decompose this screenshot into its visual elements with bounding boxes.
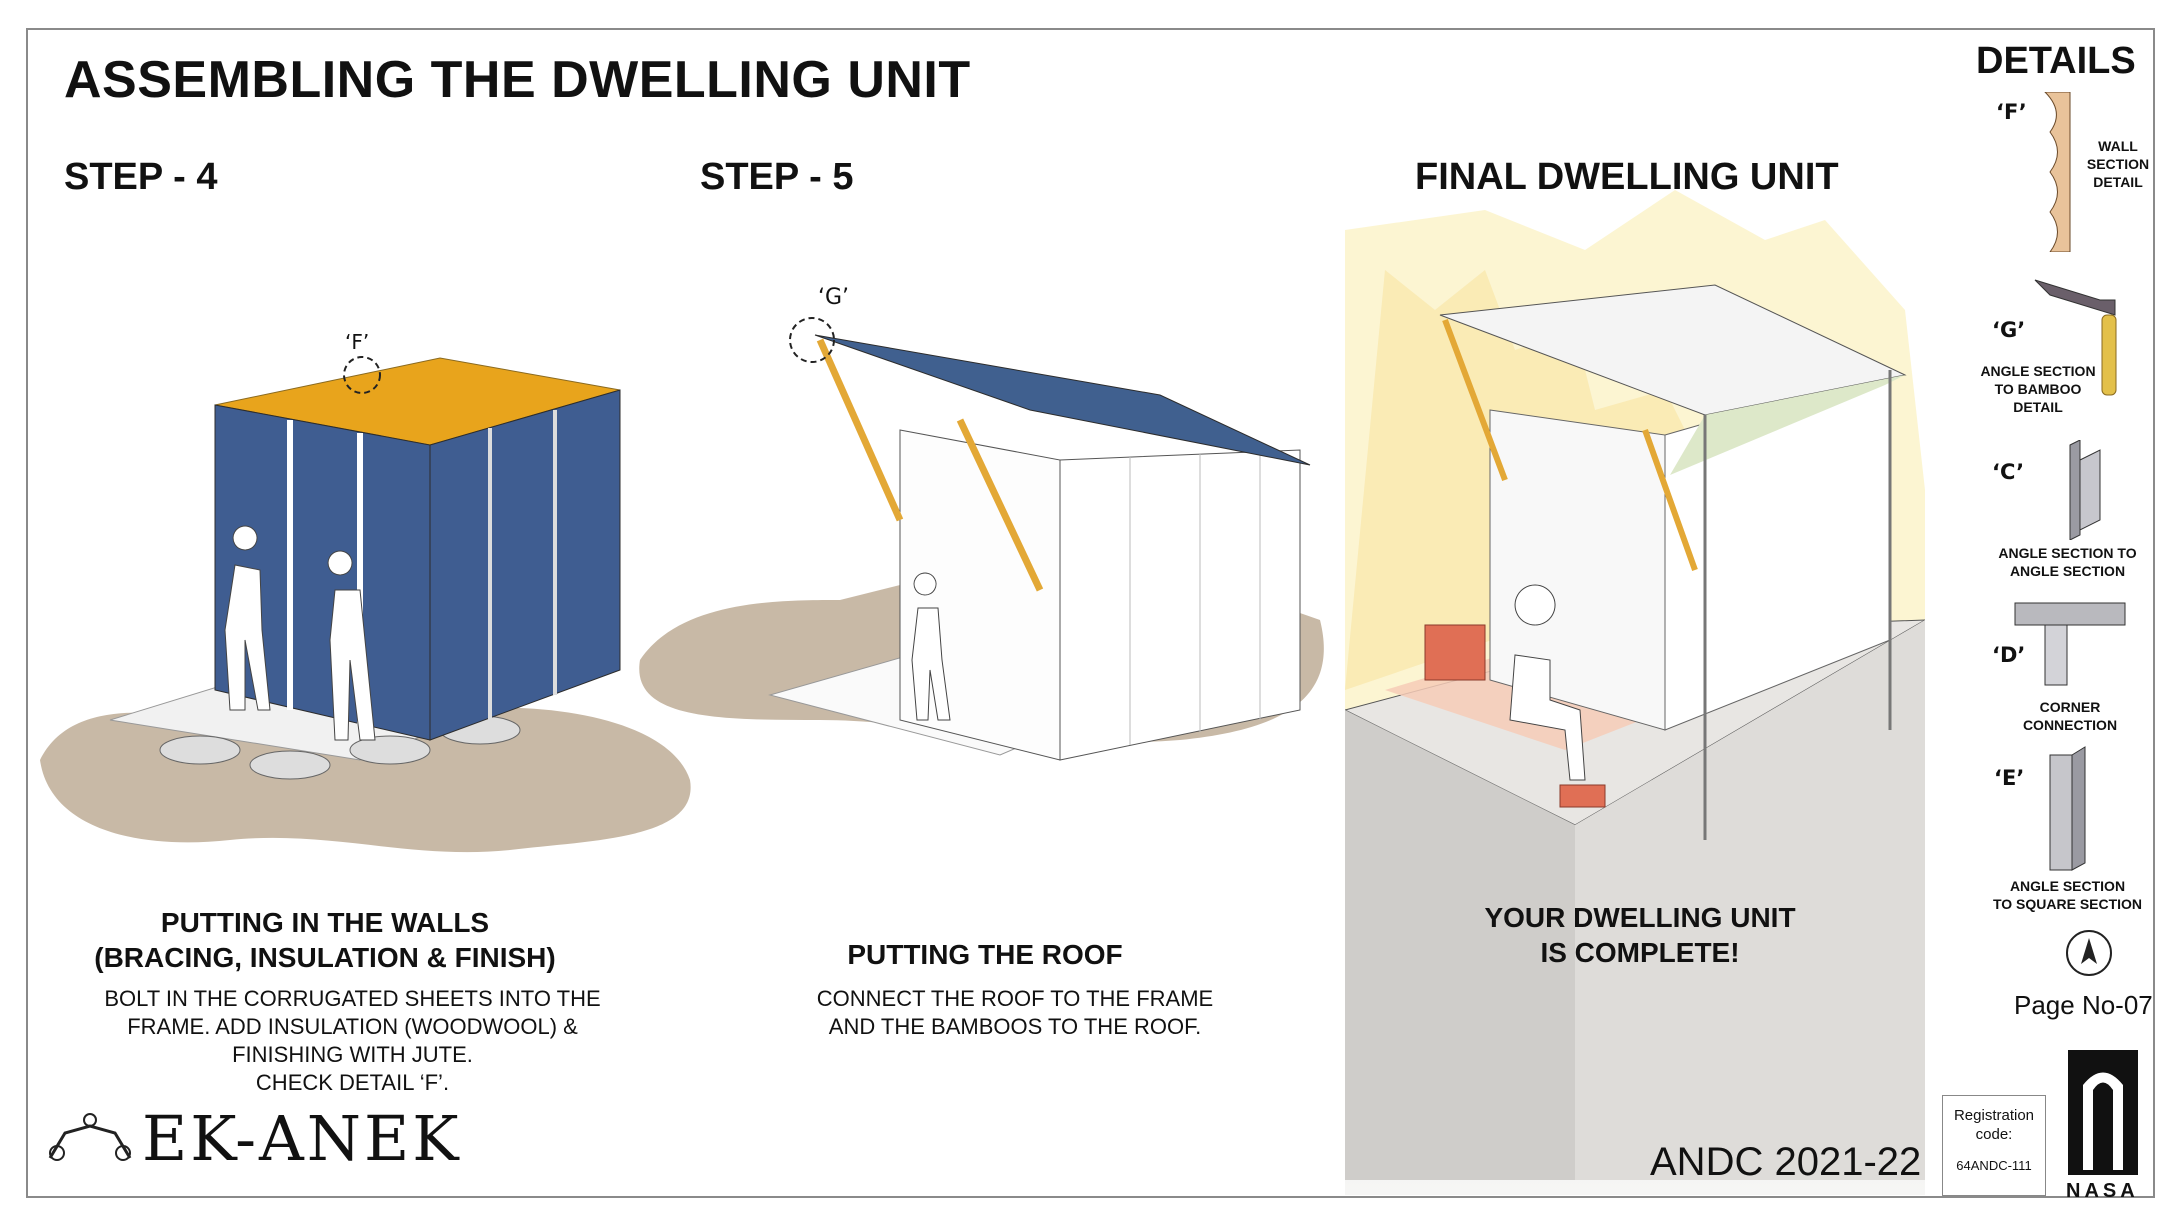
bamboo-brace	[816, 338, 904, 522]
corner-connection-detail-drawing	[2014, 602, 2126, 686]
detail-text-line: CORNER	[2039, 699, 2101, 715]
detail-text-line: ANGLE SECTION	[1980, 363, 2096, 379]
step-5-desc-line: CONNECT THE ROOF TO THE FRAME	[816, 986, 1214, 1011]
detail-g-label: ‘G’	[818, 285, 850, 310]
nasa-logo-text: NASA	[2066, 1180, 2139, 1202]
detail-g-item-label: ‘G’	[1992, 318, 2026, 342]
detail-text-line: WALL	[2098, 138, 2138, 154]
step-4-heading: STEP - 4	[64, 156, 218, 198]
step-5-caption: PUTTING THE ROOF	[847, 939, 1123, 970]
final-unit-illustration	[1345, 284, 1925, 1180]
step-5-illustration	[639, 317, 1324, 761]
detail-text-line: SECTION	[2086, 156, 2150, 172]
ground-block-side	[1575, 620, 1925, 1180]
final-heading: FINAL DWELLING UNIT	[1415, 156, 1839, 198]
tyre-foundation	[349, 735, 431, 765]
detail-text-line: ANGLE SECTION TO	[1998, 545, 2137, 561]
detail-f-text: WALL SECTION DETAIL	[2068, 137, 2168, 191]
step-4-caption: PUTTING IN THE WALLS (BRACING, INSULATIO…	[85, 905, 565, 975]
bamboo-brace	[956, 418, 1044, 592]
step-4-caption-line: (BRACING, INSULATION & FINISH)	[94, 942, 556, 973]
detail-f-marker	[343, 356, 381, 394]
ek-anek-logo-icon	[48, 1113, 132, 1161]
step-4-desc-line: FINISHING WITH JUTE.	[232, 1042, 473, 1067]
final-caption-line: YOUR DWELLING UNIT	[1484, 902, 1796, 933]
final-caption-line: IS COMPLETE!	[1540, 937, 1740, 968]
detail-e-text: ANGLE SECTION TO SQUARE SECTION	[1975, 877, 2160, 913]
north-label: N	[2085, 928, 2086, 929]
nasa-logo-icon	[2068, 1050, 2138, 1175]
worker-figure	[224, 525, 271, 711]
page-frame	[26, 28, 2155, 1198]
step-5-description: CONNECT THE ROOF TO THE FRAME AND THE BA…	[790, 985, 1240, 1041]
seated-figure	[1509, 584, 1586, 781]
registration-box: Registration code: 64ANDC-111	[1942, 1095, 2046, 1196]
detail-e-item-label: ‘E’	[1994, 766, 2025, 790]
detail-text-line: ANGLE SECTION	[2009, 563, 2126, 579]
step-4-desc-line: BOLT IN THE CORRUGATED SHEETS INTO THE	[104, 986, 601, 1011]
registration-code: 64ANDC-111	[1956, 1158, 2032, 1173]
corrugated-wall	[1059, 449, 1301, 761]
roof-sheet	[814, 334, 1311, 466]
detail-text-line: CONNECTION	[2022, 717, 2118, 733]
worker-figure	[911, 572, 951, 721]
detail-text-line: TO BAMBOO	[1994, 381, 2082, 397]
brick	[1559, 784, 1606, 808]
bamboo-brace	[1442, 318, 1508, 482]
side-wall	[429, 389, 621, 741]
tyre-foundation	[249, 750, 331, 780]
tyre-foundation	[159, 735, 241, 765]
worker-figure	[327, 550, 376, 741]
detail-text-line: DETAIL	[2093, 174, 2143, 190]
wall-section-detail-drawing	[2044, 92, 2071, 252]
detail-d-text: CORNER CONNECTION	[2000, 698, 2140, 734]
competition-label: ANDC 2021-22	[1650, 1140, 1922, 1184]
detail-d-item-label: ‘D’	[1992, 643, 2026, 667]
page-number: Page No-07	[2014, 990, 2153, 1020]
step-4-caption-line: PUTTING IN THE WALLS	[160, 907, 490, 938]
roof-underside	[1670, 375, 1905, 475]
step-4-description: BOLT IN THE CORRUGATED SHEETS INTO THE F…	[80, 985, 625, 1097]
step-5-desc-line: AND THE BAMBOOS TO THE ROOF.	[828, 1014, 1202, 1039]
detail-g-marker	[789, 317, 835, 363]
step-5-heading: STEP - 5	[700, 156, 854, 198]
detail-c-text: ANGLE SECTION TO ANGLE SECTION	[1980, 544, 2155, 580]
page-title: ASSEMBLING THE DWELLING UNIT	[64, 51, 971, 109]
detail-text-line: ANGLE SECTION	[2009, 878, 2126, 894]
step-4-illustration	[40, 356, 691, 853]
registration-label: code:	[1975, 1126, 2013, 1143]
details-heading: DETAILS	[1976, 40, 2136, 82]
angle-to-square-detail-drawing	[2049, 746, 2086, 871]
detail-f-label: ‘F’	[345, 330, 370, 354]
step-4-desc-line: FRAME. ADD INSULATION (WOODWOOL) &	[127, 1014, 578, 1039]
detail-c-item-label: ‘C’	[1992, 460, 2025, 484]
angle-to-angle-detail-drawing	[2069, 440, 2101, 540]
detail-f-item-label: ‘F’	[1996, 100, 2027, 124]
detail-g-text: ANGLE SECTION TO BAMBOO DETAIL	[1978, 362, 2098, 416]
brick-stove	[1424, 624, 1486, 681]
detail-text-line: TO SQUARE SECTION	[1992, 896, 2143, 912]
angle-to-bamboo-detail-drawing	[2034, 279, 2117, 396]
ek-anek-logo-text: EK-ANEK	[142, 1102, 462, 1175]
north-arrow-icon	[2066, 930, 2112, 976]
step-4-desc-line: CHECK DETAIL ‘F’.	[255, 1070, 450, 1095]
bamboo-brace	[1642, 428, 1698, 572]
final-caption: YOUR DWELLING UNIT IS COMPLETE!	[1440, 900, 1840, 970]
registration-label: Registration	[1953, 1107, 2035, 1124]
ground-block-front	[1345, 710, 1575, 1180]
detail-text-line: DETAIL	[2013, 399, 2063, 415]
